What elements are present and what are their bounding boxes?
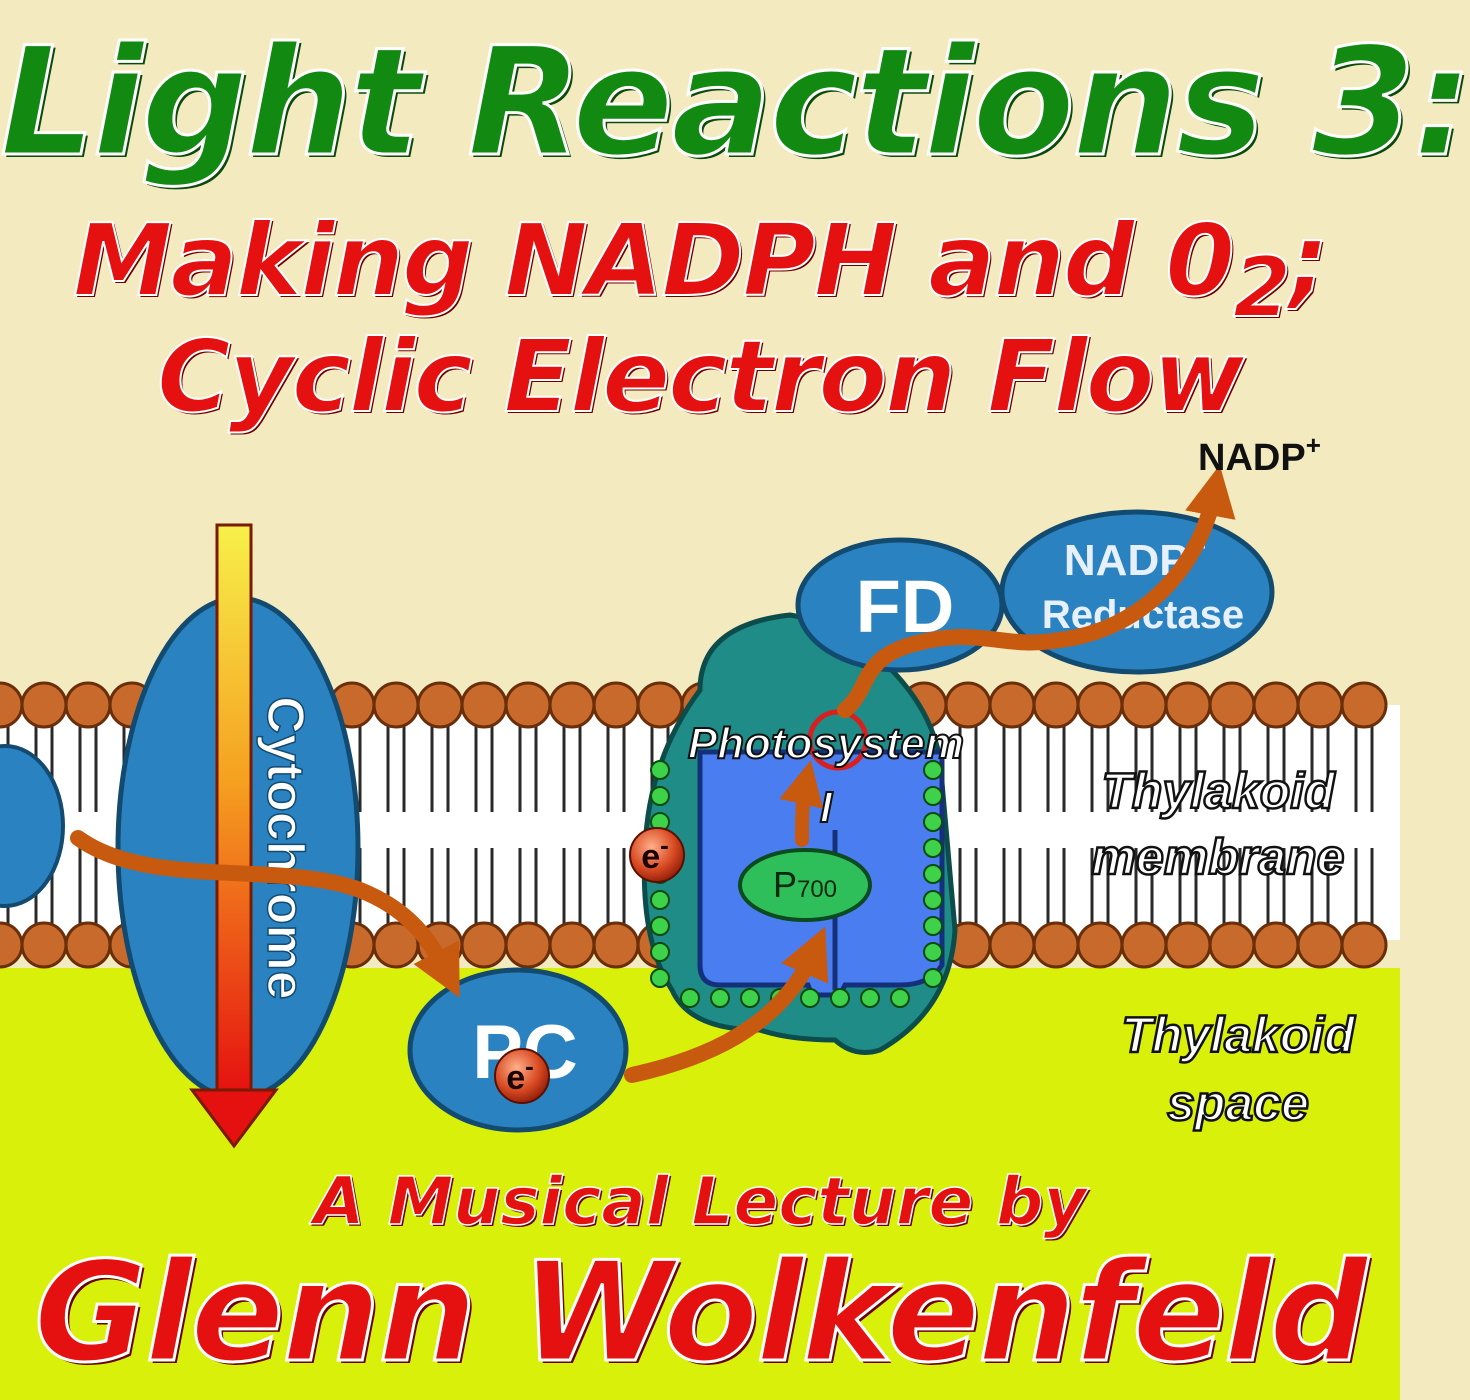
chlorophyll-dot xyxy=(890,988,910,1008)
photosystem-label: Photosystem xyxy=(688,719,964,768)
chlorophyll-dot xyxy=(860,988,880,1008)
lipid-head xyxy=(1164,681,1212,729)
subtitle-line-1-text: Making NADPH and 0 xyxy=(72,202,1236,319)
electron-label: e- xyxy=(641,830,669,876)
thylakoid-space-label-line1: Thylakoid xyxy=(1121,1007,1356,1063)
nadp-product-label: NADP+ xyxy=(1198,430,1321,479)
credit-line-2: Glenn Wolkenfeld xyxy=(33,1232,1370,1393)
photosystem-numeral: I xyxy=(820,783,833,832)
p700-label: P700 xyxy=(773,864,837,905)
chlorophyll-dot xyxy=(923,916,943,936)
lipid-head xyxy=(460,921,508,969)
subtitle-line-1: Making NADPH and 02; xyxy=(0,205,1400,343)
electron-near-photosystem: e- xyxy=(629,827,685,883)
lipid-head xyxy=(20,921,68,969)
chlorophyll-dot xyxy=(740,988,760,1008)
electron-icon xyxy=(629,827,685,883)
flow-arrow-to-nadp xyxy=(837,464,1236,718)
thylakoid-membrane-label-line2: membrane xyxy=(1092,829,1345,885)
lipid-head xyxy=(1208,921,1256,969)
lipid-head xyxy=(1252,681,1300,729)
chlorophyll-dot xyxy=(923,786,943,806)
subtitle-line-1-end: ; xyxy=(1288,202,1330,319)
lipid-head xyxy=(64,921,112,969)
lipid-head xyxy=(460,681,508,729)
lipid-head xyxy=(1340,681,1388,729)
lipid-head xyxy=(548,681,596,729)
lipid-head xyxy=(504,921,552,969)
chlorophyll-dot xyxy=(650,942,670,962)
lipid-head xyxy=(592,681,640,729)
lipid-head xyxy=(20,681,68,729)
electron-on-pc: e- xyxy=(494,1048,550,1104)
lipid-head xyxy=(1032,681,1080,729)
lipid-head xyxy=(548,921,596,969)
chlorophyll-dot xyxy=(710,988,730,1008)
lipid-head xyxy=(1032,921,1080,969)
subtitle-line-1-subscript: 2 xyxy=(1232,238,1292,337)
lipid-head xyxy=(1340,921,1388,969)
lipid-head xyxy=(1120,681,1168,729)
partial-protein-left xyxy=(0,744,65,908)
chlorophyll-dot xyxy=(923,812,943,832)
chlorophyll-dot xyxy=(923,864,943,884)
subtitle-line-2: Cyclic Electron Flow xyxy=(156,318,1246,435)
chlorophyll-dot xyxy=(923,890,943,910)
lipid-head xyxy=(1252,921,1300,969)
lipid-head xyxy=(1296,921,1344,969)
flow-arrow-pc-to-p700 xyxy=(624,926,829,1083)
chlorophyll-dot xyxy=(650,890,670,910)
chlorophyll-dot xyxy=(650,968,670,988)
electron-flow-diagram: Cytochrome P700 Photosystem I FD NADP+ R… xyxy=(0,430,1400,1400)
chlorophyll-dot xyxy=(680,988,700,1008)
energy-gradient-arrow-shaft xyxy=(215,523,253,1097)
thylakoid-space-label-line2: space xyxy=(1167,1075,1309,1131)
chlorophyll-dot xyxy=(923,838,943,858)
lipid-head xyxy=(1208,681,1256,729)
chlorophyll-dot xyxy=(830,988,850,1008)
chlorophyll-dot xyxy=(923,968,943,988)
electron-label: e- xyxy=(506,1051,534,1097)
chlorophyll-dot xyxy=(650,786,670,806)
lipid-head xyxy=(504,681,552,729)
chlorophyll-dot xyxy=(923,760,943,780)
lipid-head xyxy=(64,681,112,729)
lipid-head xyxy=(1076,681,1124,729)
lipid-head xyxy=(1120,921,1168,969)
page-title: Light Reactions 3: xyxy=(0,16,1470,190)
cytochrome-label: Cytochrome xyxy=(256,696,314,999)
lipid-head xyxy=(416,681,464,729)
thylakoid-membrane-label-line1: Thylakoid xyxy=(1101,763,1336,819)
energy-gradient-arrow-head xyxy=(189,1088,279,1149)
p700-molecule xyxy=(738,848,872,922)
lipid-head xyxy=(1076,921,1124,969)
lipid-head xyxy=(592,921,640,969)
chlorophyll-dot xyxy=(650,916,670,936)
credit-line-1: A Musical Lecture by xyxy=(313,1162,1087,1241)
lipid-head xyxy=(372,681,420,729)
lipid-head xyxy=(636,681,684,729)
chlorophyll-dot xyxy=(800,988,820,1008)
flow-arrow-p700-up xyxy=(779,760,824,847)
lipid-head xyxy=(988,681,1036,729)
electron-icon xyxy=(494,1048,550,1104)
chlorophyll-dot xyxy=(650,760,670,780)
lipid-head xyxy=(1296,681,1344,729)
lipid-head xyxy=(988,921,1036,969)
chlorophyll-dot xyxy=(923,942,943,962)
flow-arrow-cytochrome-to-pc xyxy=(70,830,460,998)
lipid-head xyxy=(1164,921,1212,969)
